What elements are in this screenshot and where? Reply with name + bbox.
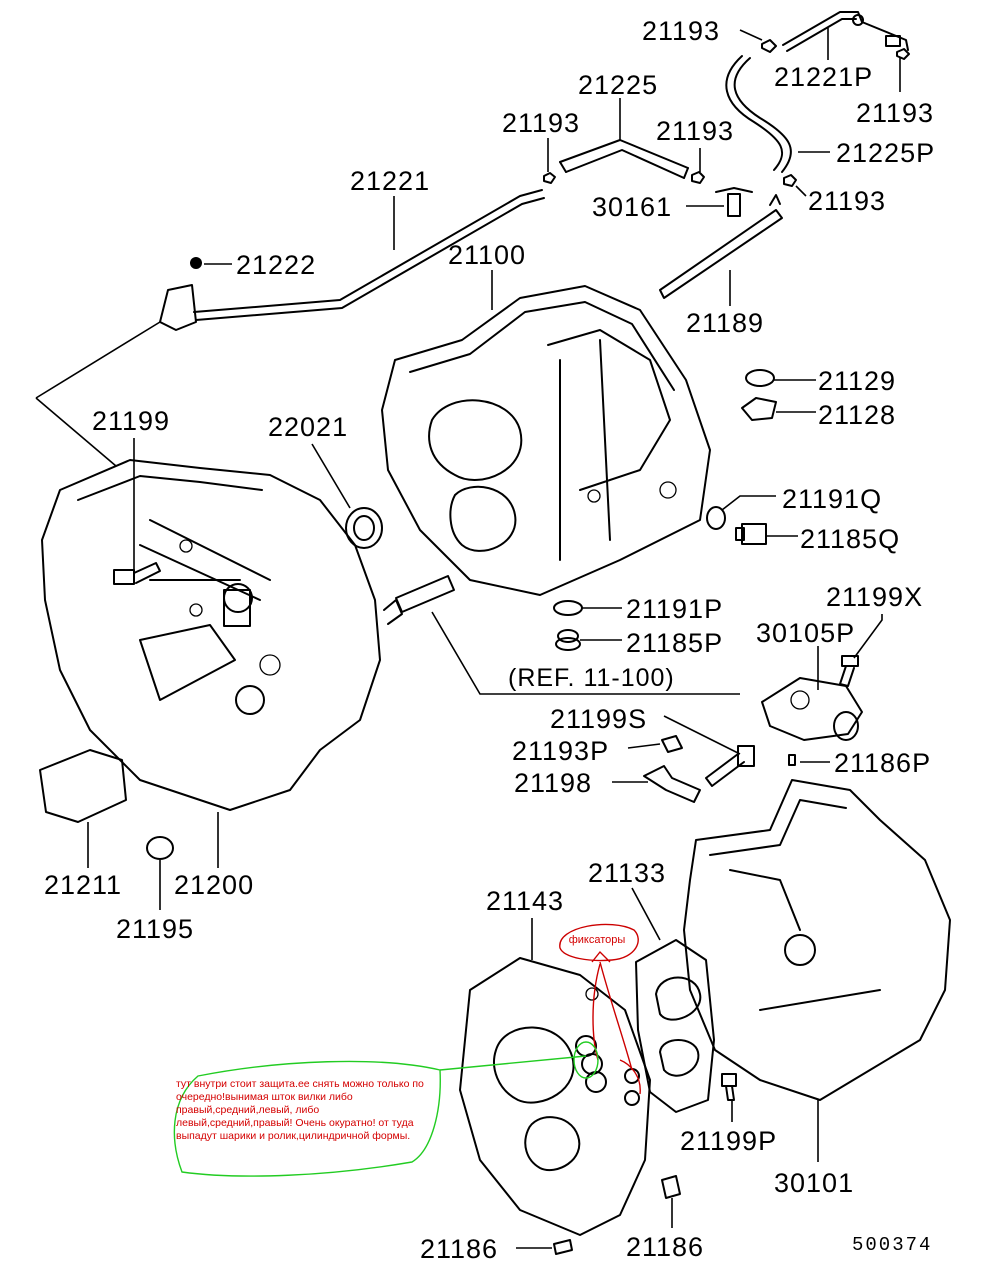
label-21193P: 21193P — [512, 736, 609, 766]
part-21200-clutch-housing — [41, 459, 381, 811]
part-21143-plate — [459, 957, 651, 1236]
label-21221: 21221 — [350, 166, 430, 196]
label-21199X: 21199X — [826, 582, 923, 612]
part-21133-gasket — [635, 939, 715, 1113]
label-21225: 21225 — [578, 70, 658, 100]
part-21189-rod — [659, 194, 783, 299]
part-21191P-gasket — [553, 600, 583, 616]
label-21133: 21133 — [588, 858, 666, 888]
label-21129: 21129 — [818, 366, 896, 396]
part-21186-pin-b — [661, 1175, 681, 1199]
leader-lines — [35, 28, 901, 1249]
label-21199P: 21199P — [680, 1126, 777, 1156]
part-21100-transmission-case — [381, 285, 711, 596]
label-21211: 21211 — [44, 870, 122, 900]
label-21191Q: 21191Q — [782, 484, 882, 514]
part-21198-bracket — [643, 765, 701, 803]
part-labels: 21193 21221P 21193 21225 21193 21193 212… — [44, 16, 935, 1264]
part-21225P-hose — [725, 55, 792, 173]
label-21128: 21128 — [818, 400, 896, 430]
part-21128-washer — [741, 397, 777, 421]
label-21195: 21195 — [116, 914, 194, 944]
label-21191P: 21191P — [626, 594, 723, 624]
label-30161: 30161 — [592, 192, 672, 222]
part-21199-bolt — [113, 562, 161, 585]
label-21193-e: 21193 — [808, 186, 886, 216]
part-30101-extension-housing — [683, 779, 951, 1101]
part-fork-tube — [383, 575, 455, 625]
part-21195-plug — [146, 836, 174, 860]
label-21100: 21100 — [448, 240, 526, 270]
label-21185Q: 21185Q — [800, 524, 900, 554]
part-21199X-bolt — [839, 655, 859, 687]
label-21198: 21198 — [514, 768, 592, 798]
label-21193-b: 21193 — [856, 98, 934, 128]
label-21199: 21199 — [92, 406, 170, 436]
label-ref: (REF. 11-100) — [508, 664, 675, 692]
annotation-note-text: тут внутри стоит защита.ее снять можно т… — [176, 1078, 424, 1142]
part-21193-clips — [543, 39, 910, 187]
label-22021: 22021 — [268, 412, 348, 442]
part-21185P-plug — [555, 629, 581, 651]
label-21193-c: 21193 — [502, 108, 580, 138]
label-21193-a: 21193 — [642, 16, 720, 46]
label-21186-a: 21186 — [420, 1234, 498, 1264]
part-21193P-clip — [661, 735, 683, 753]
part-21221P-rod — [782, 11, 909, 52]
annotation-note: тут внутри стоит защита.ее снять можно т… — [176, 1078, 424, 1143]
label-21185P: 21185P — [626, 628, 723, 658]
part-21186-pin-a — [553, 1239, 573, 1255]
label-21200: 21200 — [174, 870, 254, 900]
part-21221-rod — [159, 189, 545, 331]
part-22021-seal — [345, 507, 383, 549]
part-21199S-bolt — [705, 745, 755, 787]
part-21191Q-gasket — [706, 506, 726, 530]
label-21225P: 21225P — [836, 138, 935, 168]
part-21211-cover — [39, 749, 127, 823]
diagram-code: 500374 — [852, 1234, 932, 1256]
label-21143: 21143 — [486, 886, 564, 916]
red-annotation-marks — [559, 923, 641, 1095]
part-30105P-housing — [761, 677, 863, 741]
annotation-tag-retainers: фиксаторы — [568, 934, 626, 946]
label-30105P: 30105P — [756, 618, 855, 648]
part-21186P-pin — [788, 754, 796, 766]
label-21222: 21222 — [236, 250, 316, 280]
part-21129-plug — [745, 369, 775, 387]
part-21222-nut — [190, 257, 202, 269]
label-21189: 21189 — [686, 308, 764, 338]
label-30101: 30101 — [774, 1168, 854, 1198]
green-annotation-marks — [173, 1041, 599, 1177]
label-21186-b: 21186 — [626, 1232, 704, 1262]
part-30161-breather — [715, 187, 753, 217]
label-21221P: 21221P — [774, 62, 873, 92]
part-21199P-bolt — [721, 1073, 737, 1101]
label-21193-d: 21193 — [656, 116, 734, 146]
label-21186P: 21186P — [834, 748, 931, 778]
part-21185Q-plug — [735, 523, 767, 545]
label-21199S: 21199S — [550, 704, 647, 734]
